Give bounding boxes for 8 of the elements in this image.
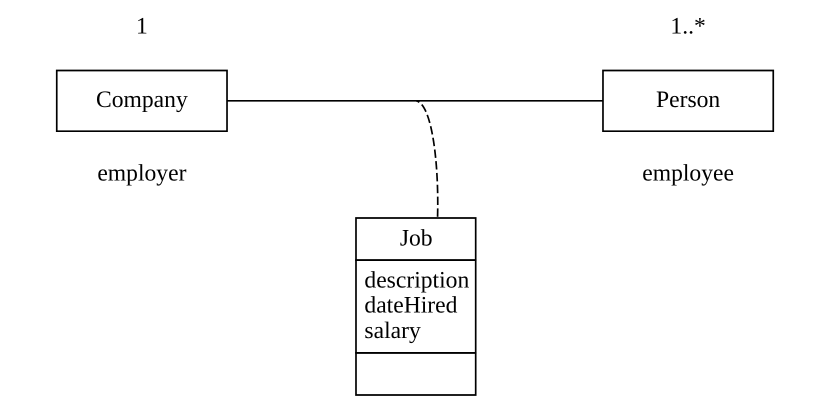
label: 1..* (670, 14, 706, 40)
node-box: Company (55, 70, 228, 132)
connector (226, 100, 602, 102)
label: 1 (135, 14, 148, 40)
label: employee (642, 160, 734, 186)
label: employer (96, 160, 186, 186)
node-box: Person (602, 70, 774, 132)
connector (416, 100, 438, 217)
